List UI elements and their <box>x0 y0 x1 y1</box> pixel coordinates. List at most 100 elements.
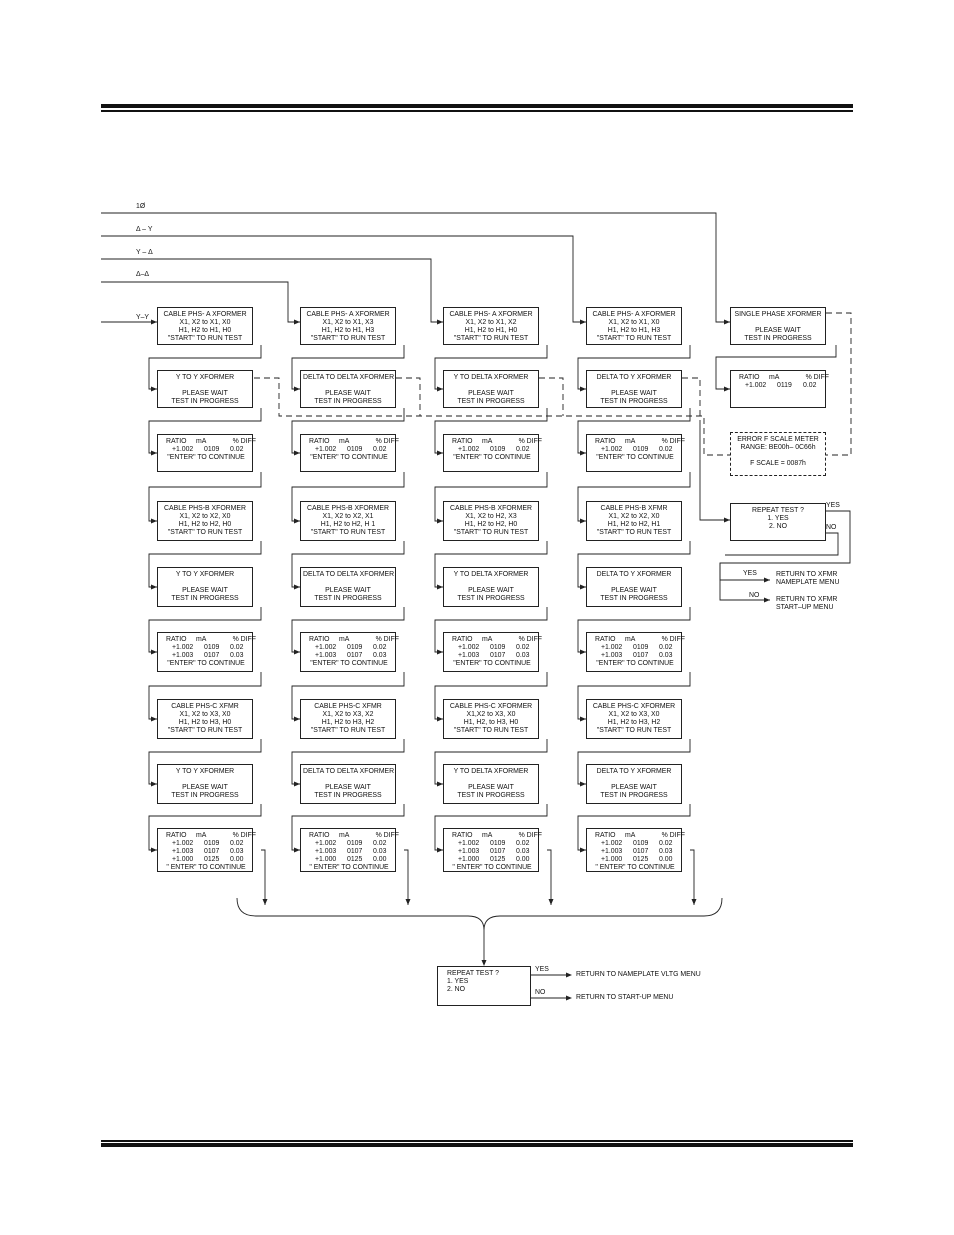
col4-resB-box-cell: 0.03 <box>659 652 673 660</box>
col4-phB-box-line: CABLE PHS-B XFMR <box>600 505 668 512</box>
col1-resB-box-cell: mA <box>196 636 207 643</box>
col3-waitC-box-line <box>446 776 536 784</box>
col4-waitB-box-line: TEST IN PROGRESS <box>600 595 668 603</box>
brace-to-repeat-arrow <box>481 960 487 966</box>
error-dashed-col4 <box>682 377 701 416</box>
top-rule-thin <box>101 110 853 112</box>
col2-resB-box-cell: 0107 <box>347 652 363 660</box>
col2-resB-box-cell: +1.002 <box>315 644 337 652</box>
col2-waitB-box-line <box>303 579 393 587</box>
input-arrow-delta-y <box>580 319 586 325</box>
col2-waitC-box-line: DELTA TO DELTA XFORMER <box>303 768 395 775</box>
col2-phA-box-line: X1, X2 to X1, X3 <box>322 319 374 327</box>
col4-resC-box-cell: +1.002 <box>601 840 623 848</box>
col2-phC-box-line: H1, H2 to H3, H2 <box>321 719 375 727</box>
col2-resB-box-row: "ENTER" TO CONTINUE <box>310 660 388 668</box>
col2-resB-box-cell: 0109 <box>347 644 363 652</box>
input-label-y-y: Y–Y <box>136 314 150 321</box>
col3-resC-box-cell: 0107 <box>490 848 506 856</box>
col1-phC-box-line: H1, H2 to H3, H0 <box>178 719 232 727</box>
error-scale-box-line: RANGE: BE00h– 0C66h <box>740 444 816 452</box>
col2-phC-box-line: "START" TO RUN TEST <box>310 727 386 735</box>
col1-resC-box-cell: RATIO <box>166 832 187 839</box>
col3-phC-box-line: H1, H2, to H3, H0 <box>463 719 519 727</box>
sp-yes-arrow <box>764 577 770 583</box>
col2-arrow <box>294 518 300 524</box>
col4-resA-box-cell: % DIFF <box>661 438 685 445</box>
single-phase-repeat-box-line: REPEAT TEST ? <box>752 507 804 514</box>
col4-resB-box-cell: 0.02 <box>659 644 673 652</box>
col2-waitA-box-line: PLEASE WAIT <box>325 390 371 398</box>
result-to-repeat-arrow <box>724 517 730 523</box>
col1-waitA-box-line: Y TO Y XFORMER <box>175 374 235 381</box>
col2-resA-box-cell: % DIFF <box>375 438 399 445</box>
col3-waitB-box-line: Y TO DELTA XFORMER <box>453 571 529 578</box>
single-phase-arrow <box>724 386 730 392</box>
col2-resA-box-cell: 0.02 <box>373 446 387 454</box>
single-phase-wait-box-line <box>733 319 823 327</box>
col3-phB-box-line: X1, X2 to H2, X3 <box>465 513 517 521</box>
col2-resB-box-cell: % DIFF <box>375 636 399 643</box>
col1-arrow <box>151 518 157 524</box>
single-phase-result-box-cell: 0119 <box>777 382 792 390</box>
col4-resB-box-cell: 0109 <box>633 644 649 652</box>
col3-phC-box-line: X1,X2 to X3, X0 <box>466 711 516 719</box>
col4-resA-box-cell: +1.002 <box>601 446 623 454</box>
col3-resA-box-cell: 0.02 <box>516 446 530 454</box>
col1-resA-box-cell: +1.002 <box>172 446 194 454</box>
col2-resA-box-cell: 0109 <box>347 446 363 454</box>
col4-resB-box-cell: % DIFF <box>661 636 685 643</box>
col2-waitB-box-line: TEST IN PROGRESS <box>314 595 382 603</box>
col3-resC-box-row: " ENTER" TO CONTINUE <box>452 864 532 872</box>
col3-arrow <box>437 781 443 787</box>
error-scale-box-line: ERROR F SCALE METER <box>737 436 819 443</box>
col2-arrow <box>294 450 300 456</box>
col2-resA-box-cell: +1.002 <box>315 446 337 454</box>
col4-waitB-box-line <box>589 579 679 587</box>
col1-resA-box-cell: mA <box>196 438 207 445</box>
col3-waitC-box-line: PLEASE WAIT <box>468 784 514 792</box>
col1-resA-box-row: "ENTER" TO CONTINUE <box>167 454 245 462</box>
col3-arrow <box>437 518 443 524</box>
col4-waitB-box-line: PLEASE WAIT <box>611 587 657 595</box>
col1-phC-box-line: X1, X2 to X3, X0 <box>179 711 231 719</box>
col2-waitA-box-line <box>303 382 393 390</box>
col4-phC-box-line: CABLE PHS-C XFORMER <box>592 703 676 710</box>
final-yes-dest: RETURN TO NAMEPLATE VLTG MENU <box>576 971 701 978</box>
sp-no-dest-1: RETURN TO XFMR <box>776 596 838 603</box>
col3-resC-box-cell: 0.03 <box>516 848 530 856</box>
col4-phA-box-line: "START" TO RUN TEST <box>596 335 672 343</box>
col3-phA-box-line: H1, H2 to H1, H0 <box>464 327 518 335</box>
col3-exit-line <box>547 849 552 905</box>
single-phase-wait-box-line: PLEASE WAIT <box>755 327 801 335</box>
col2-resC-box-cell: 0107 <box>347 848 363 856</box>
col1-phA-box-line: X1, X2 to X1, X0 <box>179 319 231 327</box>
col4-resB-box-cell: +1.002 <box>601 644 623 652</box>
